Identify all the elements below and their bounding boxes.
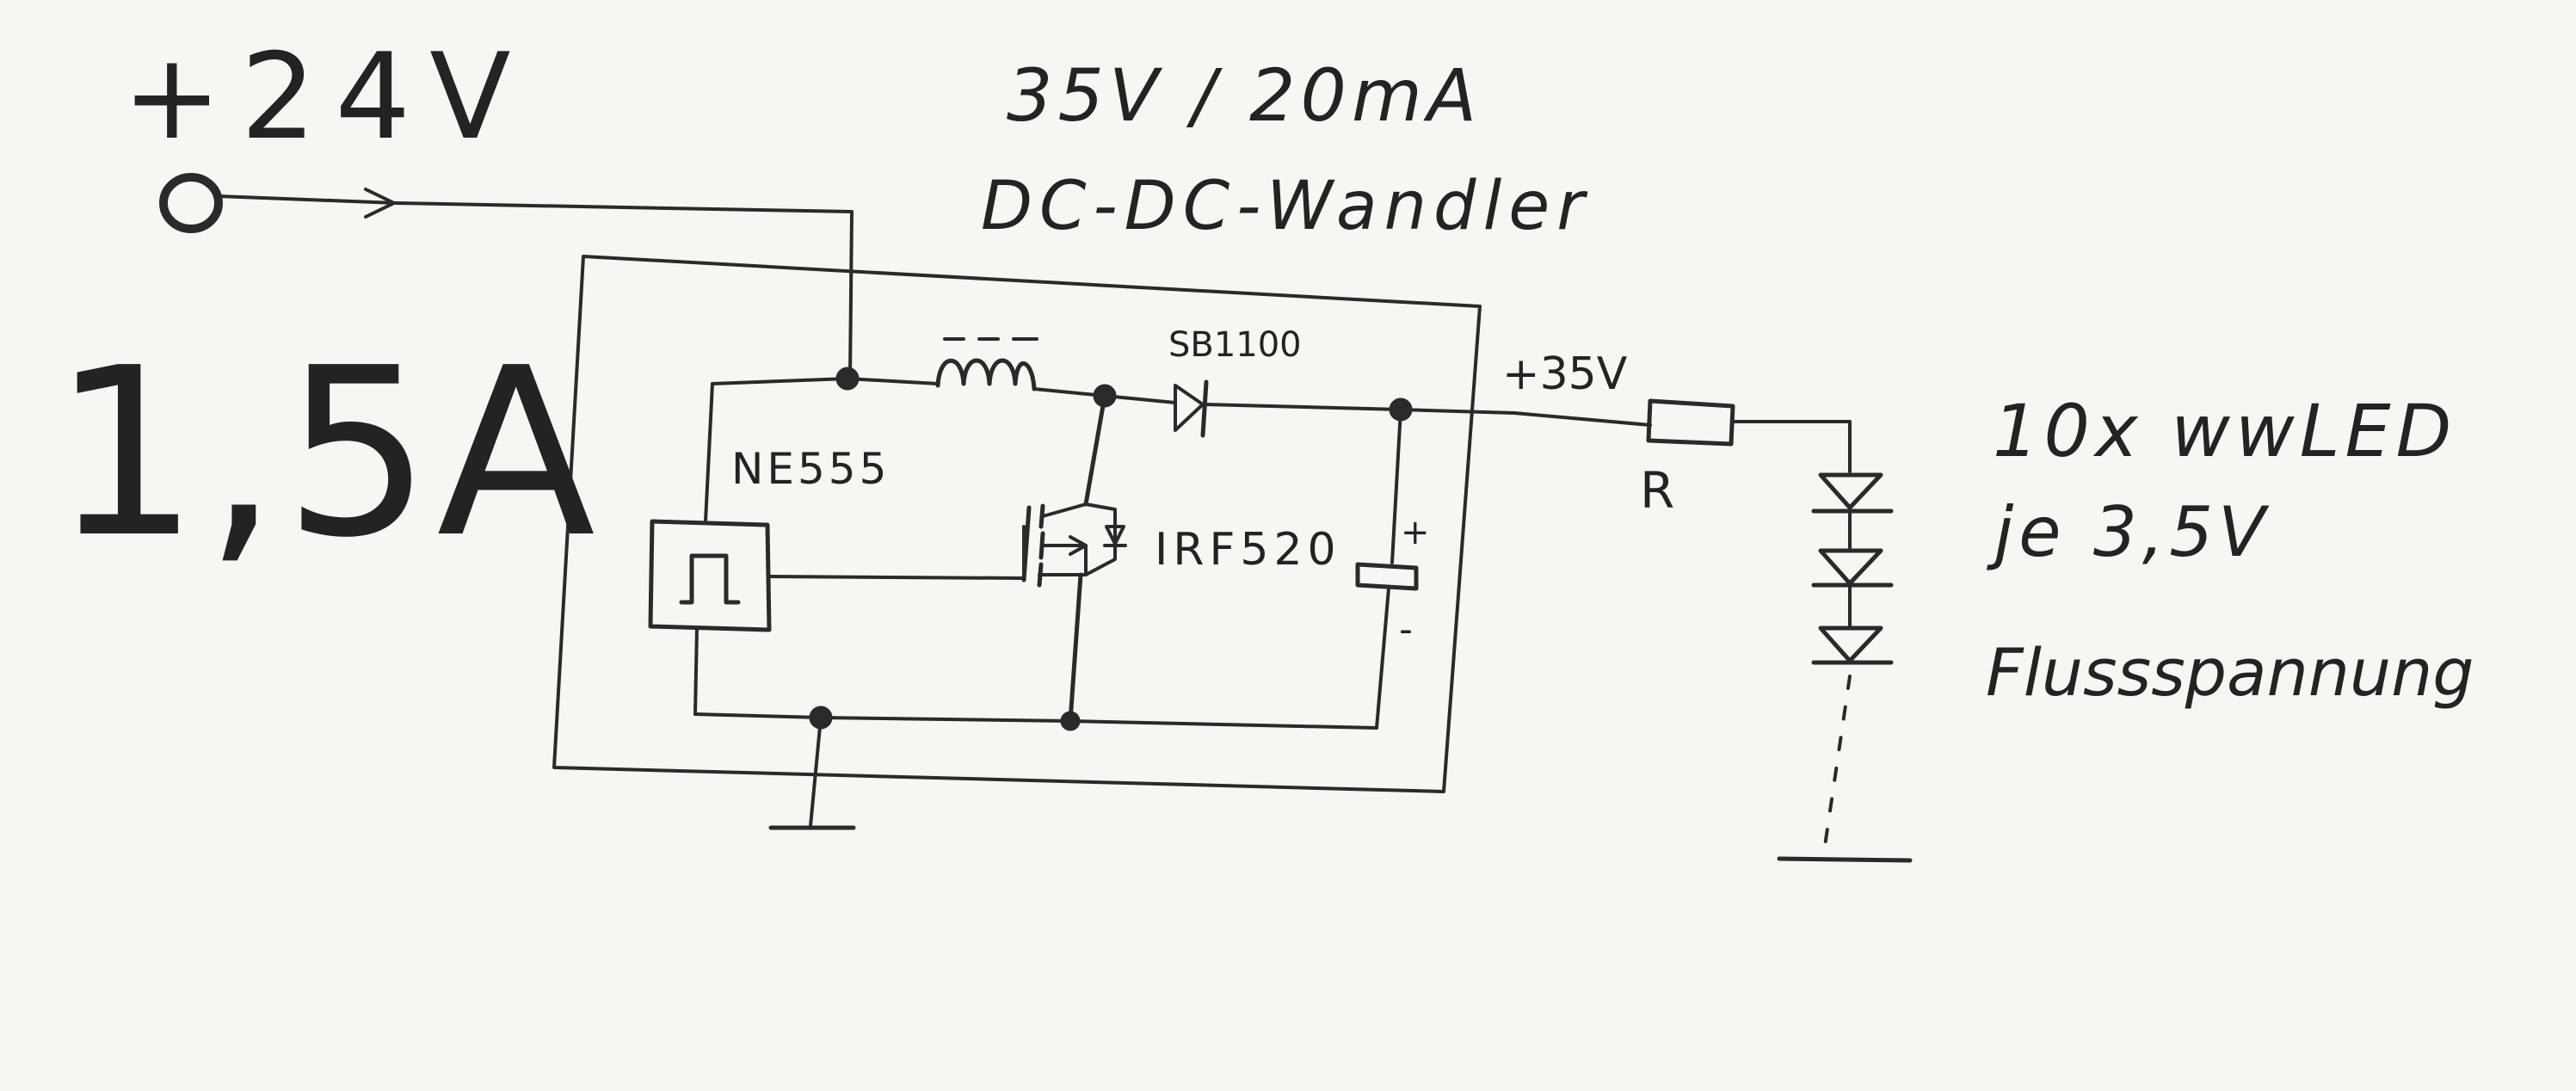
timer-output-wire (767, 525, 1026, 580)
converter-title-label: DC-DC-Wandler (981, 168, 1591, 245)
resistor-label: R (1640, 461, 1674, 520)
led-continuation-dots (1822, 675, 1852, 854)
diode-symbol (1174, 379, 1209, 438)
wire-to-diode (1103, 394, 1177, 404)
pulse-icon (679, 553, 741, 605)
capacitor-minus-label: - (1399, 607, 1413, 651)
module-outline (552, 255, 1482, 793)
input-wire (217, 194, 854, 380)
converter-rating-label: 35V / 20mA (1007, 53, 1482, 138)
cap-bottom-wire (1375, 587, 1390, 730)
timer-box (648, 519, 772, 632)
top-rail-left (711, 377, 849, 385)
output-voltage-label: +35V (1502, 348, 1628, 400)
timer-label: NE555 (731, 444, 890, 494)
supply-current-label: 1,5A (52, 317, 601, 589)
ground-rail (693, 712, 1378, 730)
wire-to-inductor (846, 377, 940, 385)
node-switch-ground (1060, 711, 1081, 731)
supply-voltage-label: +24V (122, 28, 530, 166)
ground-stub (809, 716, 823, 828)
input-arrow (364, 188, 396, 219)
led-2-icon (1811, 548, 1894, 588)
output-wire (1399, 408, 1652, 427)
timer-ground-wire (693, 626, 699, 716)
led-3-icon (1811, 626, 1894, 665)
inductor-symbol (935, 337, 1038, 391)
resistor-symbol (1646, 398, 1735, 447)
led-count-label: 10x wwLED (1993, 389, 2456, 473)
led-1-icon (1811, 472, 1894, 514)
wire-to-switch-node (1032, 387, 1106, 398)
input-terminal (159, 173, 223, 233)
switch-drain-wire (1083, 393, 1107, 507)
diode-label: SB1100 (1168, 325, 1302, 365)
capacitor-symbol (1355, 562, 1419, 591)
wire-to-output-node (1203, 403, 1402, 411)
switch-source-wire (1068, 572, 1083, 724)
mosfet-label: IRF520 (1155, 524, 1341, 576)
wire-to-led-string (1731, 420, 1852, 473)
forward-voltage-label: Flussspannung (1986, 634, 2474, 711)
led-ground-bar (1777, 856, 1913, 863)
capacitor-plus-label: + (1401, 513, 1430, 552)
mosfet-symbol (1021, 502, 1127, 588)
cap-top-wire (1390, 408, 1402, 564)
led-voltage-label: je 3,5V (1986, 492, 2271, 572)
timer-feed-wire (704, 382, 714, 523)
